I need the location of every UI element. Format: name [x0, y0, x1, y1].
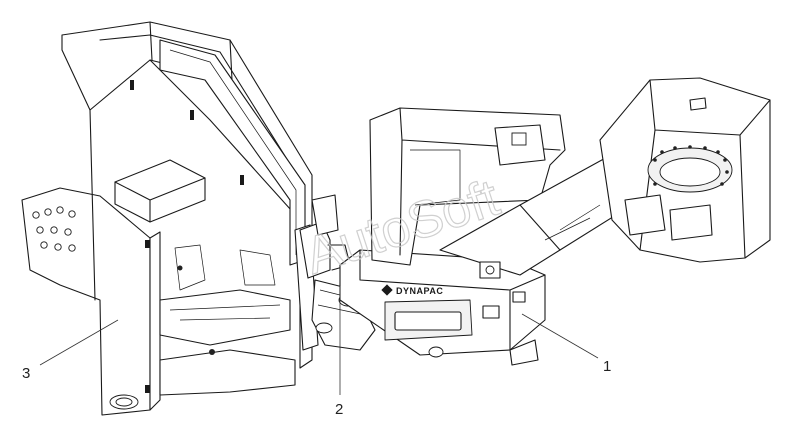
callout-2-label: 2 [335, 401, 343, 418]
callout-3-label: 3 [22, 365, 30, 382]
callout-1: 1 [521, 313, 611, 375]
mounting-holes-left [32, 206, 76, 252]
brand-plate-text: DYNAPAC [396, 286, 443, 296]
callout-1-label: 1 [603, 358, 611, 375]
front-frame-assembly: DYNAPAC [339, 77, 771, 366]
mounting-holes-rear [653, 145, 729, 186]
callout-3: 3 [22, 319, 119, 382]
callout-2: 2 [335, 286, 343, 418]
cab-assembly [21, 21, 319, 416]
